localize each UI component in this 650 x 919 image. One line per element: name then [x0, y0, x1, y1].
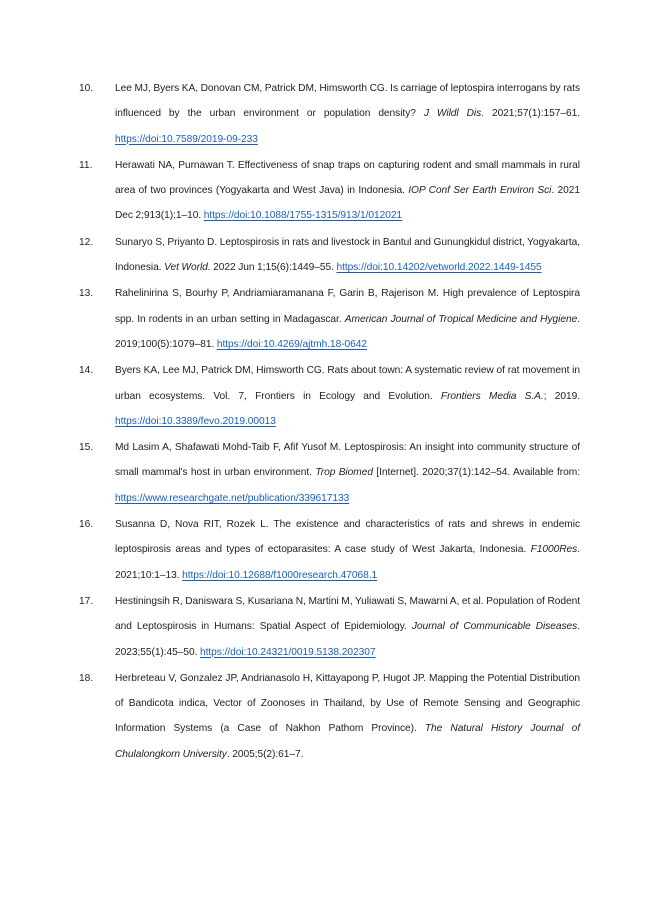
reference-number: 17. — [79, 595, 94, 607]
reference-journal: F1000Res — [530, 544, 578, 556]
reference-number: 15. — [79, 442, 94, 454]
reference-text: Herawati NA, Purnawan T. Effectiveness o… — [115, 153, 580, 229]
reference-item: 17. Hestiningsih R, Daniswara S, Kusaria… — [0, 589, 650, 665]
reference-number: 16. — [79, 519, 94, 531]
reference-journal: American Journal of Tropical Medicine an… — [344, 313, 578, 325]
reference-item: 18. Herbreteau V, Gonzalez JP, Andrianas… — [0, 666, 650, 767]
reference-text: Sunaryo S, Priyanto D. Leptospirosis in … — [115, 230, 580, 281]
reference-authors-title: Herbreteau V, Gonzalez JP, Andrianasolo … — [115, 672, 580, 735]
reference-link[interactable]: https://doi:10.1088/1755-1315/913/1/0120… — [203, 210, 403, 222]
reference-details: ; 2019. — [543, 390, 580, 402]
reference-item: 16. Susanna D, Nova RIT, Rozek L. The ex… — [0, 512, 650, 588]
reference-link[interactable]: https://doi:10.24321/0019.5138.202307 — [200, 646, 376, 658]
reference-item: 10. Lee MJ, Byers KA, Donovan CM, Patric… — [0, 76, 650, 152]
reference-authors-title: Rahelinirina S, Bourhy P, Andriamiaraman… — [115, 288, 580, 325]
reference-text: Lee MJ, Byers KA, Donovan CM, Patrick DM… — [115, 76, 580, 152]
reference-link[interactable]: https://doi:10.12688/f1000research.47068… — [182, 569, 378, 581]
reference-number: 14. — [79, 365, 94, 377]
reference-journal: Frontiers Media S.A. — [440, 390, 544, 402]
reference-details: . 2021;10:1–13. — [115, 544, 580, 581]
reference-text: Byers KA, Lee MJ, Patrick DM, Himsworth … — [115, 358, 580, 434]
reference-text: Rahelinirina S, Bourhy P, Andriamiaraman… — [115, 281, 580, 357]
reference-item: 15. Md Lasim A, Shafawati Mohd-Taib F, A… — [0, 435, 650, 511]
reference-text: Md Lasim A, Shafawati Mohd-Taib F, Afif … — [115, 435, 580, 511]
reference-number: 13. — [79, 288, 94, 300]
reference-journal: Journal of Communicable Diseases — [411, 621, 578, 633]
reference-details: . 2022 Jun 1;15(6):1449–55. — [207, 262, 337, 274]
reference-list: 10. Lee MJ, Byers KA, Donovan CM, Patric… — [0, 76, 650, 768]
reference-authors-title: Sunaryo S, Priyanto D. Leptospirosis in … — [115, 236, 580, 274]
reference-text: Susanna D, Nova RIT, Rozek L. The existe… — [115, 512, 580, 588]
reference-details: . 2023;55(1):45–50. — [115, 621, 581, 658]
reference-journal: Vet World — [164, 262, 208, 274]
reference-item: 14. Byers KA, Lee MJ, Patrick DM, Himswo… — [0, 358, 650, 434]
reference-number: 18. — [79, 672, 94, 684]
reference-authors-title: Susanna D, Nova RIT, Rozek L. The existe… — [115, 519, 580, 556]
reference-item: 13. Rahelinirina S, Bourhy P, Andriamiar… — [0, 281, 650, 357]
reference-link[interactable]: https://doi:10.14202/vetworld.2022.1449-… — [336, 262, 542, 274]
reference-authors-title: Hestiningsih R, Daniswara S, Kusariana N… — [115, 595, 580, 633]
reference-details: [Internet]. 2020;37(1):142–54. Available… — [372, 467, 580, 479]
reference-journal: The Natural History Journal of Chulalong… — [115, 723, 580, 760]
reference-details: . 2019;100(5):1079–81. — [115, 313, 580, 350]
reference-text: Herbreteau V, Gonzalez JP, Andrianasolo … — [115, 666, 580, 767]
reference-details: . 2021;57(1):157–61. — [481, 108, 580, 120]
reference-number: 10. — [79, 83, 94, 94]
reference-journal: J Wildl Dis — [423, 108, 482, 120]
reference-number: 12. — [79, 236, 94, 248]
reference-link[interactable]: https://doi:10.7589/2019-09-233 — [115, 133, 258, 145]
reference-link[interactable]: https://www.researchgate.net/publication… — [115, 492, 350, 504]
reference-item: 11. Herawati NA, Purnawan T. Effectivene… — [0, 153, 650, 229]
reference-link[interactable]: https://doi:10.3389/fevo.2019.00013 — [115, 415, 276, 427]
reference-journal: IOP Conf Ser Earth Environ Sci — [408, 185, 552, 197]
reference-link[interactable]: https://doi:10.4269/ajtmh.18-0642 — [216, 338, 367, 350]
reference-authors-title: Md Lasim A, Shafawati Mohd-Taib F, Afif … — [115, 442, 580, 479]
reference-details: . 2021 Dec 2;913(1):1–10. — [115, 185, 580, 222]
reference-item: 12. Sunaryo S, Priyanto D. Leptospirosis… — [0, 230, 650, 281]
reference-number: 11. — [79, 159, 93, 171]
reference-details: . 2005;5(2):61–7. — [226, 748, 304, 760]
reference-authors-title: Lee MJ, Byers KA, Donovan CM, Patrick DM… — [115, 83, 580, 120]
reference-text: Hestiningsih R, Daniswara S, Kusariana N… — [115, 589, 580, 665]
reference-journal: Trop Biomed — [315, 467, 373, 479]
reference-authors-title: Herawati NA, Purnawan T. Effectiveness o… — [115, 159, 580, 197]
reference-authors-title: Byers KA, Lee MJ, Patrick DM, Himsworth … — [115, 365, 580, 402]
